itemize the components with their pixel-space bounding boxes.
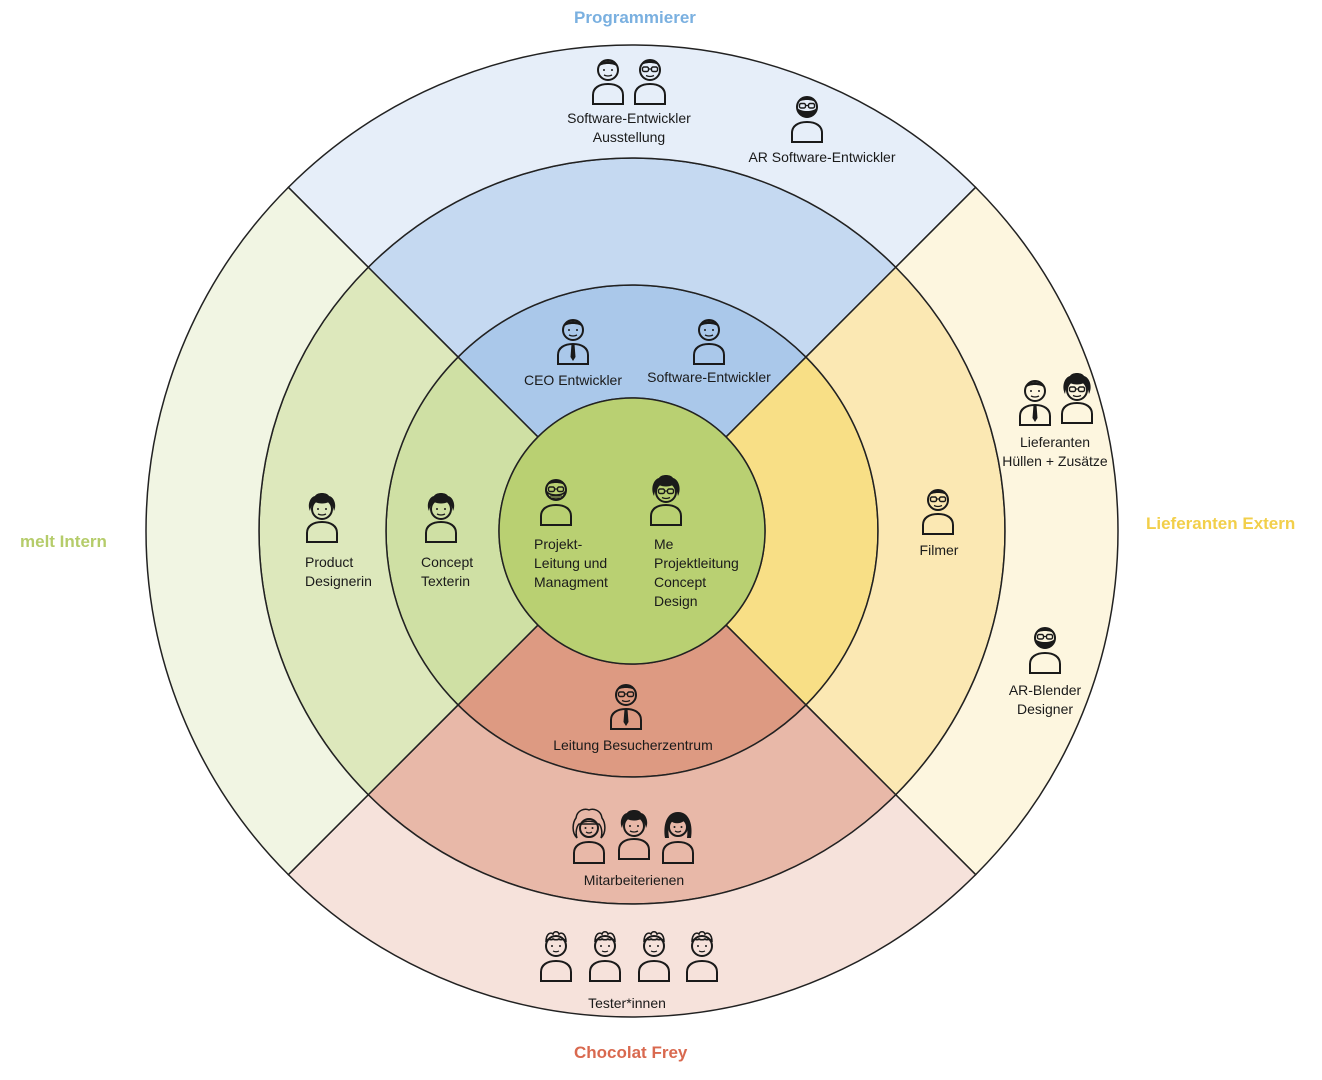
person-icon-glasses	[920, 483, 956, 535]
quadrant-label-top: Programmierer	[574, 8, 696, 27]
person-icon-curly-female	[572, 808, 606, 864]
quadrant-label-bottom: Chocolat Frey	[574, 1043, 688, 1062]
person-icon-male	[691, 313, 727, 365]
mitarbeiterienen-label: Mitarbeiterienen	[583, 872, 685, 888]
ring-sectors	[145, 44, 1119, 1018]
person-icon-curly	[616, 808, 652, 864]
person-icon-curly-glasses	[1059, 372, 1095, 426]
quadrant-label-right: Lieferanten Extern	[1146, 514, 1296, 533]
quadrant-label-left: melt Intern	[20, 532, 107, 551]
ceo-entwickler-label: CEO Entwickler	[523, 372, 623, 388]
sector-left-ring-3	[145, 186, 370, 876]
person-icon-tie	[1017, 374, 1053, 426]
person-icon-glasses	[632, 53, 668, 105]
person-icon-tie	[555, 313, 591, 365]
tester-innen-label: Tester*innen	[588, 995, 666, 1011]
leitung-besucherzentrum-label: Leitung Besucherzentrum	[553, 737, 713, 753]
person-icon-tester	[589, 930, 621, 982]
filmer-label: Filmer	[919, 542, 959, 558]
sector-top-ring-3	[287, 44, 977, 269]
person-icon-beard-glasses	[789, 91, 825, 143]
ar-software-label: AR Software-Entwickler	[748, 149, 896, 165]
software-entwickler-label: Software-Entwickler	[647, 369, 771, 385]
person-icon-curly-glasses	[648, 474, 684, 528]
person-icon-beard	[538, 474, 574, 528]
person-icon-tie-glasses	[608, 678, 644, 730]
person-icon-beard-glasses	[1027, 622, 1063, 674]
sector-right-ring-3	[894, 186, 1119, 876]
person-icon-tester	[638, 930, 670, 982]
person-icon-male	[590, 53, 626, 105]
person-icon-tester	[686, 930, 718, 982]
person-icon-female	[662, 811, 694, 864]
person-icon-curly	[423, 491, 459, 545]
center-circle	[498, 397, 766, 665]
person-icon-tester	[540, 930, 572, 982]
person-icon-curly	[304, 491, 340, 545]
sector-bottom-ring-3	[287, 793, 977, 1018]
